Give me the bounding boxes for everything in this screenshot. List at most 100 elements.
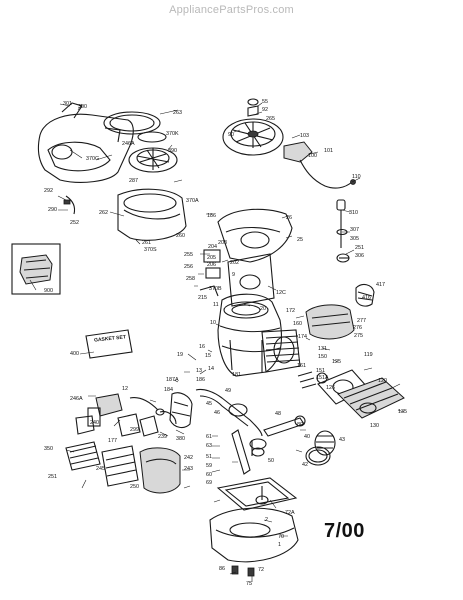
callout: 300	[78, 104, 87, 110]
callout: 256	[184, 264, 193, 270]
carburetor-cover-plate[interactable]	[227, 253, 275, 307]
callout: 260	[176, 233, 185, 239]
callout: 101	[324, 148, 333, 154]
callout: 90	[228, 132, 234, 138]
callout: 215	[198, 295, 207, 301]
callout: 265	[266, 116, 275, 122]
muffler-guard[interactable]	[355, 283, 375, 307]
callout: 277	[357, 318, 366, 324]
callout: 130	[370, 423, 379, 429]
watermark: AppliancePartsPros.com	[169, 4, 294, 16]
callout: 243	[184, 466, 193, 472]
callout: 92	[262, 107, 268, 113]
callout: 72	[258, 567, 264, 573]
air-filter-inset[interactable]	[11, 243, 61, 295]
callout: 245	[96, 466, 105, 472]
breather-valve[interactable]	[336, 253, 350, 263]
callout-labels: 301 300 263 370G 370K 246A 390 287 55 92…	[44, 99, 407, 587]
valve-springs[interactable]	[297, 371, 328, 389]
callout: 251	[48, 474, 57, 480]
callout: 14	[208, 366, 214, 372]
callout: 20	[260, 306, 266, 312]
callout: 72A	[285, 510, 295, 516]
callout: 184	[164, 387, 173, 393]
callout: 12	[122, 386, 128, 392]
callout: 205	[207, 255, 216, 261]
air-cleaner-cover[interactable]	[139, 447, 181, 494]
callout: 350	[44, 446, 53, 452]
callout: 12C	[276, 290, 286, 296]
callout: 160	[293, 321, 302, 327]
callout: 246A	[70, 396, 83, 402]
callout: 10	[210, 320, 216, 326]
callout: 120	[378, 378, 387, 384]
callout: 287	[129, 178, 138, 184]
callout: 42	[302, 462, 308, 468]
callout: 417	[376, 282, 385, 288]
throttle-linkage[interactable]	[199, 249, 221, 297]
air-cleaner-filter[interactable]	[101, 445, 139, 487]
callout: 100	[308, 153, 317, 159]
starter-rope-handle[interactable]	[63, 195, 76, 215]
fuel-tank[interactable]	[169, 392, 193, 429]
flywheel[interactable]	[222, 98, 284, 156]
connecting-rod[interactable]	[263, 415, 306, 437]
callout: 13	[196, 368, 202, 374]
callout: 151A	[316, 375, 329, 381]
callout: 55	[262, 99, 268, 105]
callout: 11	[213, 302, 219, 308]
callout: 261	[142, 240, 151, 246]
callout: 19	[177, 352, 183, 358]
fuel-line-clamp[interactable]	[129, 397, 165, 416]
callout: 45	[206, 401, 212, 407]
callout: 80	[297, 422, 303, 428]
callout: 250	[130, 484, 139, 490]
callout: 150	[318, 354, 327, 360]
cylinder-head[interactable]	[337, 377, 405, 419]
fuel-cap-dipstick[interactable]	[336, 199, 348, 248]
air-cleaner-base[interactable]	[65, 441, 101, 471]
callout: 25	[297, 237, 303, 243]
callout: 203	[218, 240, 227, 246]
fuel-pump-bracket[interactable]	[117, 411, 177, 437]
pto-shaft-seal[interactable]	[255, 486, 269, 505]
callout: 370G	[86, 156, 99, 162]
carburetor[interactable]	[75, 393, 123, 435]
callout: 251	[355, 245, 364, 251]
leader-lines	[29, 102, 405, 582]
camshaft[interactable]	[231, 429, 267, 475]
callout: 246A	[122, 141, 135, 147]
flywheel-screen[interactable]	[103, 111, 167, 143]
oil-sump-gasket[interactable]	[216, 477, 298, 511]
callout: 1	[278, 542, 281, 548]
callout: 186	[196, 377, 205, 383]
muffler[interactable]	[305, 304, 355, 340]
crankcase-block[interactable]	[217, 293, 283, 377]
oil-sump[interactable]	[209, 507, 299, 563]
cylinder-head-fins[interactable]	[261, 329, 301, 373]
callout: 50	[268, 458, 274, 464]
callout: 275	[354, 333, 363, 339]
callout: 204	[208, 244, 217, 250]
callout: 390	[168, 148, 177, 154]
recoil-starter[interactable]	[128, 147, 178, 173]
callout: 276	[353, 325, 362, 331]
callout: 900	[44, 288, 53, 294]
crankshaft[interactable]	[195, 388, 263, 456]
callout: 242	[184, 455, 193, 461]
callout: 86	[219, 566, 225, 572]
callout: 187A	[166, 377, 179, 383]
callout: 48	[275, 411, 281, 417]
callout: 301	[63, 101, 72, 107]
revision-date: 7/00	[324, 520, 365, 542]
callout: 380	[176, 436, 185, 442]
ignition-module[interactable]	[283, 141, 356, 189]
drain-plug[interactable]	[231, 565, 255, 577]
blower-housing[interactable]	[37, 102, 134, 183]
governor-bracket[interactable]	[217, 208, 293, 263]
gasket-set-card[interactable]	[85, 329, 133, 359]
piston-rings[interactable]	[305, 446, 331, 466]
callout: 263	[173, 110, 182, 116]
piston[interactable]	[314, 430, 336, 456]
cylinder-shroud[interactable]	[117, 188, 187, 241]
